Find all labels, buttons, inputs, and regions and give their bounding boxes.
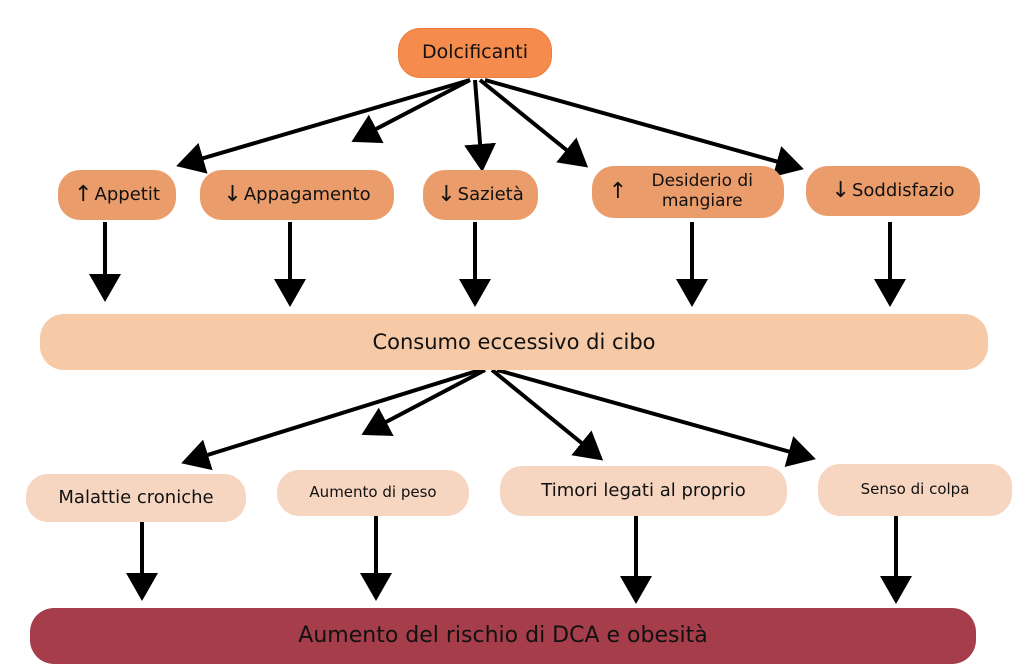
effect-node-desiderio: ↑ Desiderio di mangiare [592, 166, 784, 218]
effect-node-appagamento: ↓ Appagamento [200, 170, 394, 220]
arrow-source-to-soddisfazio [484, 78, 804, 177]
consequence-label: Aumento di peso [309, 483, 437, 502]
arrow-source-to-appetit [176, 78, 471, 174]
middle-node: Consumo eccessivo di cibo [40, 314, 988, 370]
consequence-node-peso: Aumento di peso [277, 470, 469, 516]
consequence-node-timori: Timori legati al proprio [500, 466, 787, 516]
source-label: Dolcificanti [421, 41, 529, 64]
effect-label: Appetit [94, 183, 160, 205]
down-arrow-icon: ↓ [437, 182, 456, 208]
effect-label: Soddisfazio [851, 179, 955, 201]
arrow-source-to-desiderio [478, 78, 589, 168]
arrow-source-to-sazieta [464, 79, 497, 172]
effect-node-appetit: ↑ Appetit [58, 170, 176, 220]
outcome-label: Aumento del rischio di DCA e obesità [298, 623, 708, 649]
effect-node-sazieta: ↓ Sazietà [423, 170, 538, 220]
arrow-middle-to-malattie [181, 368, 481, 471]
effect-label: Desiderio di mangiare [651, 171, 753, 211]
arrow-middle-to-peso [361, 368, 486, 437]
consequence-label: Timori legati al proprio [541, 479, 746, 501]
effect-label: Appagamento [243, 183, 371, 205]
consequence-label: Malattie croniche [58, 486, 214, 508]
arrow-middle-to-colpa [496, 368, 816, 467]
consequence-label: Senso di colpa [860, 480, 970, 499]
up-arrow-icon: ↑ [608, 179, 628, 205]
outcome-node: Aumento del rischio di DCA e obesità [30, 608, 976, 664]
arrow-source-to-appagamento [351, 78, 471, 144]
consequence-node-malattie: Malattie croniche [26, 474, 246, 522]
consequence-node-colpa: Senso di colpa [818, 464, 1012, 516]
middle-label: Consumo eccessivo di cibo [372, 329, 656, 354]
arrow-middle-to-timori [490, 368, 604, 461]
down-arrow-icon: ↓ [223, 182, 242, 208]
effect-label: Sazietà [457, 183, 524, 205]
down-arrow-icon: ↓ [831, 178, 850, 204]
source-node: Dolcificanti [398, 28, 552, 78]
effect-node-soddisfazio: ↓ Soddisfazio [806, 166, 980, 216]
up-arrow-icon: ↑ [74, 182, 93, 208]
